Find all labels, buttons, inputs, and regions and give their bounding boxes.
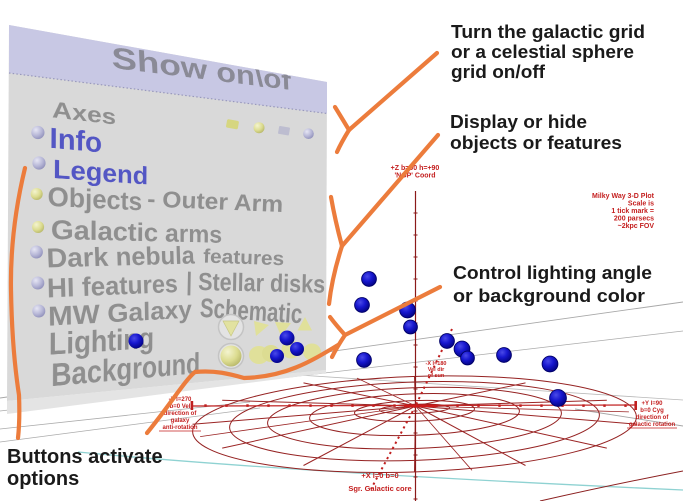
svg-text:direction of: direction of — [164, 411, 198, 417]
svg-text:grid on/off: grid on/off — [451, 62, 546, 82]
svg-text:Milky Way 3-D Plot: Milky Way 3-D Plot — [592, 193, 655, 200]
svg-text:'NGP' Coord: 'NGP' Coord — [394, 173, 435, 180]
svg-text:b=0 Cyg: b=0 Cyg — [640, 408, 664, 414]
svg-text:Legend: Legend — [53, 154, 148, 190]
svg-text:Galactic arms: Galactic arms — [51, 215, 222, 248]
svg-text:Control lighting angle: Control lighting angle — [453, 263, 652, 283]
svg-text:b=0 Vel: b=0 Vel — [170, 404, 191, 410]
svg-text:Buttons activate: Buttons activate — [7, 446, 163, 468]
svg-text:+X l=0 b=0: +X l=0 b=0 — [361, 471, 398, 480]
svg-text:Display or hide: Display or hide — [450, 112, 587, 132]
svg-text:Vel dir: Vel dir — [428, 367, 445, 373]
svg-text:Scale is: Scale is — [628, 201, 654, 208]
svg-text:-X l=180: -X l=180 — [426, 361, 447, 367]
svg-text:+Z b=90 h=+90: +Z b=90 h=+90 — [391, 165, 440, 172]
svg-text:Objects: Objects — [48, 182, 143, 216]
svg-text:+Y l=90: +Y l=90 — [642, 401, 664, 407]
svg-text:features: features — [203, 246, 285, 271]
svg-text:direction of: direction of — [636, 415, 670, 421]
svg-text:anti-rotation: anti-rotation — [163, 425, 198, 431]
svg-text:options: options — [7, 468, 79, 490]
svg-text:Sgr. Galactic core: Sgr. Galactic core — [348, 484, 411, 493]
svg-text:HI features: HI features — [47, 271, 179, 305]
svg-text:-Y l=270: -Y l=270 — [169, 397, 192, 403]
svg-text:200 parsecs: 200 parsecs — [614, 216, 654, 223]
svg-text:Info: Info — [50, 122, 103, 158]
svg-text:1 tick mark =: 1 tick mark = — [611, 208, 654, 215]
svg-text:- Outer Arm: - Outer Arm — [147, 186, 284, 217]
svg-text:or a celestial sphere: or a celestial sphere — [451, 42, 634, 62]
svg-text:Turn the galactic grid: Turn the galactic grid — [451, 22, 645, 42]
svg-text:objects or features: objects or features — [450, 133, 622, 153]
svg-text:or background color: or background color — [453, 286, 645, 306]
svg-text:of sun: of sun — [428, 373, 445, 379]
svg-text:Dark nebula: Dark nebula — [46, 242, 196, 274]
svg-text:galaxy: galaxy — [171, 418, 190, 424]
svg-text:~2kpc FOV: ~2kpc FOV — [618, 223, 655, 230]
svg-text:galactic rotation: galactic rotation — [629, 422, 676, 428]
svg-text:| Stellar disks: | Stellar disks — [186, 268, 326, 299]
